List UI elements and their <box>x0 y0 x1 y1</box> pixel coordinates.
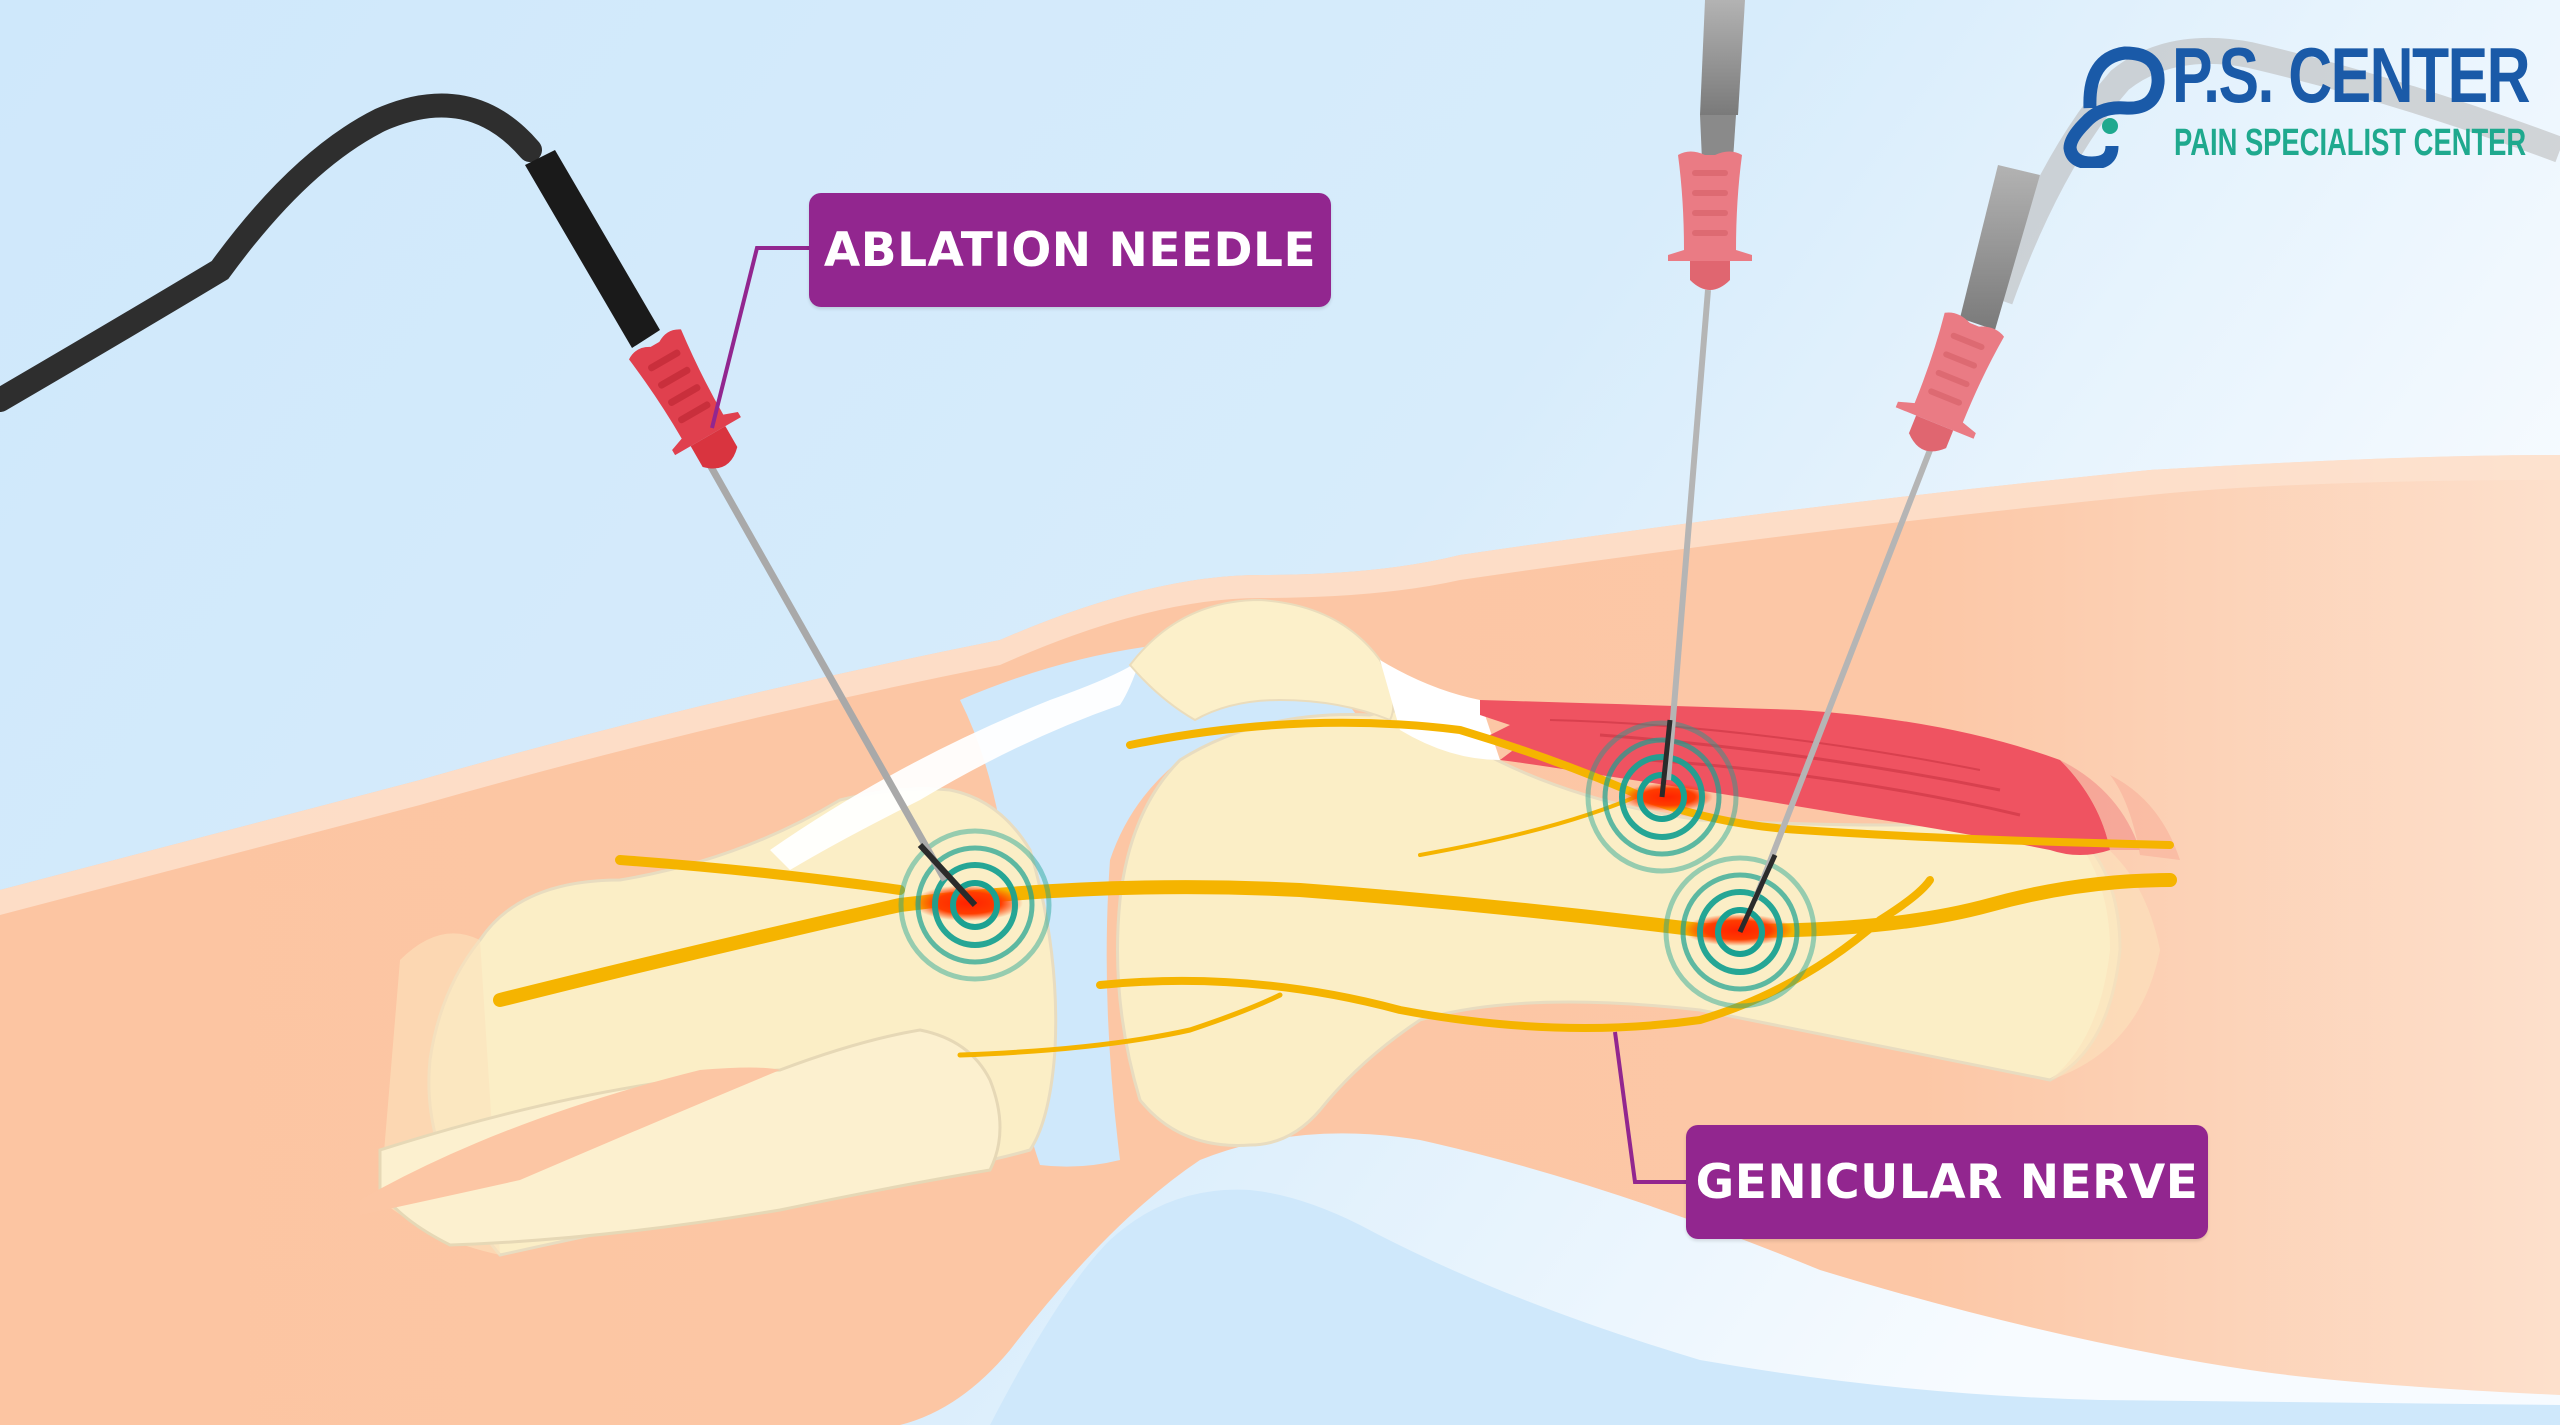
needle-1-tip <box>917 842 978 908</box>
rings-target-1 <box>898 828 1052 982</box>
rings-target-3 <box>1663 855 1817 1009</box>
logo-title: P.S. CENTER <box>2172 31 2531 119</box>
needle-2-connector <box>1700 115 1736 160</box>
heat-zone-3 <box>1683 914 1793 946</box>
popliteal-gap <box>990 1189 2560 1425</box>
joint-space <box>960 640 1360 1167</box>
needle-3-tip <box>1737 853 1778 934</box>
genicular-nerve-label: GENICULAR NERVE <box>1686 1125 2208 1239</box>
ablation-needle-label: ABLATION NEEDLE <box>809 193 1331 307</box>
needle-3-cable <box>1987 37 2560 305</box>
ablation-needle-2 <box>1659 0 1752 798</box>
needle-2-handle <box>1668 151 1752 290</box>
patellar-tendon <box>770 660 1140 870</box>
patella <box>1128 598 1395 722</box>
nerve-branch-lower <box>957 992 1283 1058</box>
ablation-needle-3 <box>1737 37 2560 934</box>
ps-center-logo: P.S. CENTER PAIN SPECIALIST CENTER <box>2030 30 2531 170</box>
needle-1-connector <box>525 150 660 348</box>
needle-2-shaft-upper <box>1700 0 1745 115</box>
genicular-nerve-leader <box>1613 1031 1686 1184</box>
nerve-branch-inferior <box>1096 876 1934 1032</box>
genicular-nerves <box>493 718 2177 1058</box>
nerve-branch-superior-small <box>1418 793 1642 857</box>
needle-3-shaft-upper <box>1960 165 2040 330</box>
cable <box>0 93 542 412</box>
infinity-loop-icon <box>2063 46 2165 168</box>
needle-3-shaft <box>1752 448 1933 902</box>
needle-1-shaft <box>706 463 949 882</box>
needle-3-handle <box>1895 312 2005 452</box>
ablation-needle-leader <box>710 246 809 429</box>
quadriceps-muscle <box>1480 700 2180 860</box>
needle-2-shaft <box>1665 289 1711 781</box>
nerve-branch-tibial <box>615 855 905 895</box>
logo-subtitle: PAIN SPECIALIST CENTER <box>2174 122 2527 164</box>
heat-zone-1 <box>913 885 1023 921</box>
heat-zone-2 <box>1623 783 1713 811</box>
needle-2-tip <box>1659 719 1673 798</box>
nerve-main <box>493 873 2177 1007</box>
